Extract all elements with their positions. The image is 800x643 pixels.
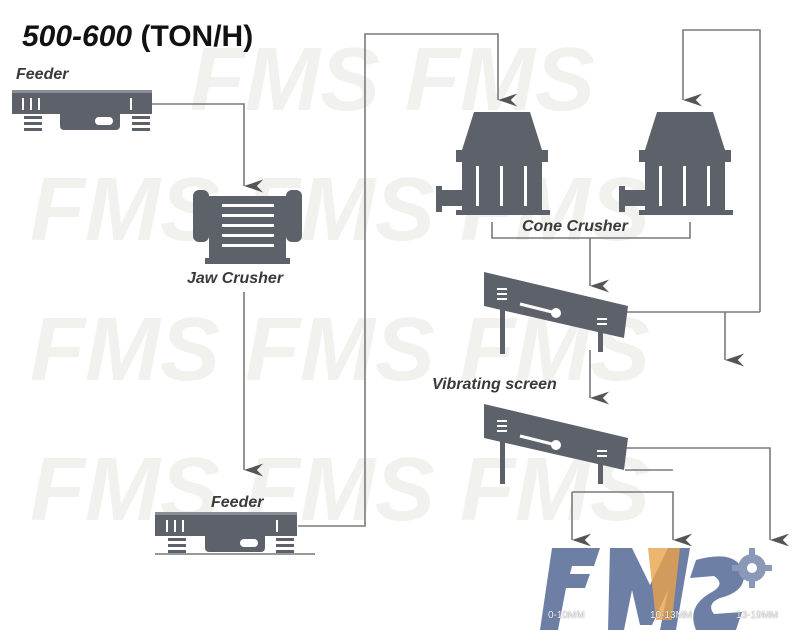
line-cone-bus [491,222,691,239]
vibrating-screen-2-machine [484,404,628,484]
output-label-10-13: 10-13MM [650,610,693,621]
label-jaw-crusher: Jaw Crusher [187,270,284,287]
flow-lines [150,29,790,547]
fms-logo [540,548,772,630]
page-title: 500-600 (TON/H) [22,20,253,54]
output-label-0-10: 0-10MM [548,610,585,621]
line-out-13-19 [625,447,790,547]
jaw-crusher-machine [193,190,302,264]
svg-text:FMS FMS FMS: FMS FMS FMS [30,440,650,540]
feeder-bottom-machine [155,512,315,555]
line-feeder-to-cone1 [298,33,518,527]
gear-icon [732,548,772,588]
title-unit: (TON/H) [140,20,254,53]
cone-crusher-1-machine [436,112,550,215]
line-feeder-to-jaw [150,103,264,193]
label-feeder-top: Feeder [16,66,69,83]
line-out-10-13 [572,491,693,547]
title-range: 500-600 [22,20,133,53]
label-cone-crusher: Cone Crusher [522,218,628,235]
label-vibrating-screen: Vibrating screen [432,376,557,393]
feeder-top-machine [12,90,152,131]
output-label-13-19: 13-19MM [736,610,779,621]
label-feeder-bottom: Feeder [211,494,264,511]
svg-text:FMS FMS FMS: FMS FMS FMS [30,160,650,260]
cone-crusher-2-machine [619,112,733,215]
vibrating-screen-1-machine [484,272,628,354]
line-return-to-cone2 [682,29,761,312]
